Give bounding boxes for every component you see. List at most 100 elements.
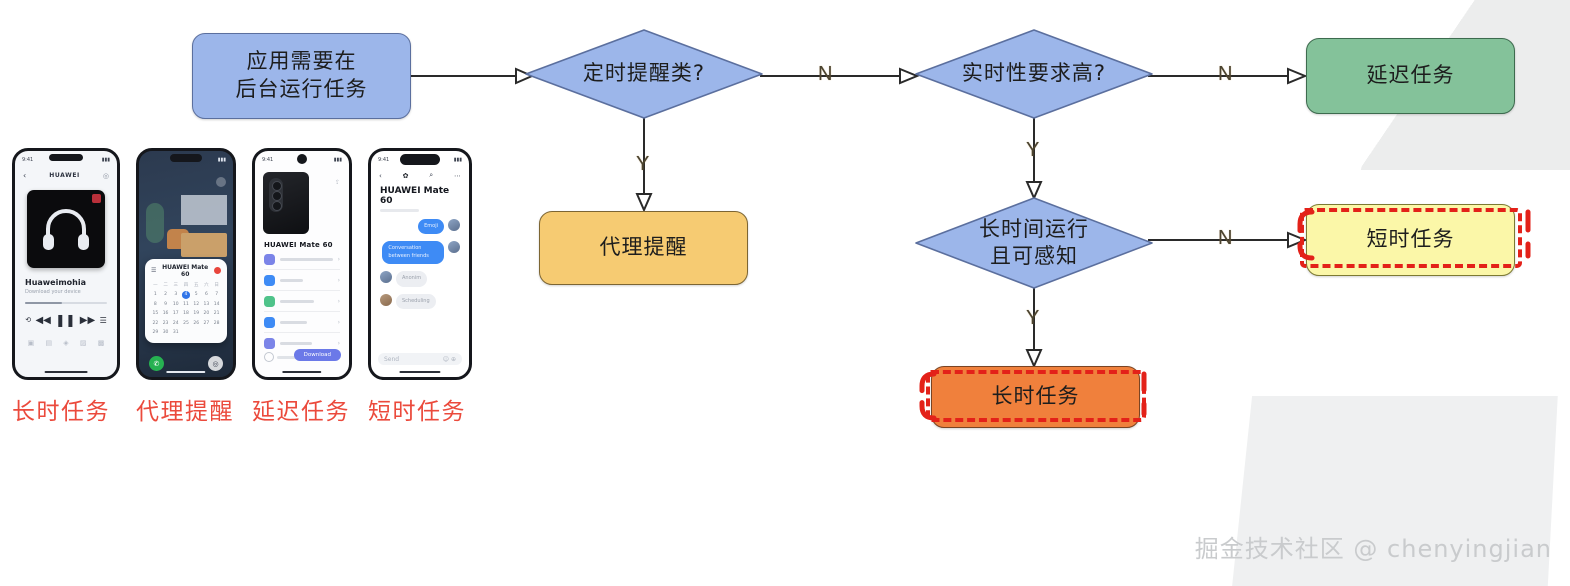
close-icon[interactable] [214,267,221,274]
calendar-card[interactable]: ☰ HUAWEI Mate 60 一 二 三 四 五 六 日 1 2 3 4 5… [145,258,227,343]
calendar-day[interactable]: 9 [164,301,167,307]
back-icon[interactable]: ‹ [379,171,382,180]
calendar-day[interactable]: 31 [172,330,179,335]
pause-icon[interactable]: ❚❚ [55,313,76,327]
chat-title: HUAWEI Mate 60 [380,186,450,206]
node-agent-reminder[interactable]: 代理提醒 [539,211,748,285]
node-short-term-task[interactable]: 短时任务 [1306,204,1515,276]
chat-bubble: Conversation between friends [382,241,444,264]
calendar-day[interactable]: 5 [194,292,198,297]
calendar-day[interactable]: 11 [183,301,189,307]
calendar-day[interactable]: 13 [203,301,210,307]
list-item-label [280,257,333,262]
tray-icon-1[interactable]: ▣ [27,339,35,347]
calendar-day[interactable]: 3 [174,292,178,297]
node-decision-realtime[interactable]: 实时性要求高? [914,28,1154,120]
download-button[interactable]: Download [293,349,341,361]
previous-icon[interactable]: ◀◀ [35,314,51,326]
calendar-day[interactable]: 8 [153,301,157,307]
chat-message-incoming: Anonim [380,271,460,287]
calendar-day[interactable]: 24 [172,320,179,326]
tray-icon-2[interactable]: ▤ [45,339,53,347]
tray-icon-4[interactable]: ▨ [79,339,87,347]
node-decision-longrunning[interactable]: 长时间运行 且可感知 [914,196,1154,290]
calendar-day[interactable]: 10 [172,301,179,307]
tray-icon-5[interactable]: ▩ [97,339,105,347]
node-long-term-task[interactable]: 长时任务 [931,366,1140,428]
lockscreen-camera-shortcut-icon[interactable] [216,177,226,187]
calendar-day[interactable]: 23 [162,320,169,326]
list-item-label [280,278,303,283]
calendar-day[interactable]: 16 [162,311,169,316]
phone-notch-icon [297,154,307,164]
list-item[interactable]: › [264,275,340,291]
phone-call-icon[interactable]: ✆ [149,356,164,371]
phone-mock-lockscreen-calendar[interactable]: ▮▮▮ ☰ HUAWEI Mate 60 一 二 三 四 五 六 日 1 2 3… [136,148,236,380]
statusbar-time: 9:41 [262,157,274,163]
calendar-day[interactable]: 21 [213,311,220,316]
calendar-day[interactable]: 17 [172,311,179,316]
chevron-right-icon: › [337,256,340,263]
node-agent-reminder-label: 代理提醒 [599,235,688,260]
progress-slider[interactable] [25,302,107,304]
statusbar-indicators-icon: ▮▮▮ [453,157,462,163]
list-item[interactable]: › [264,317,340,333]
calendar-day[interactable]: 15 [152,311,159,316]
repeat-icon[interactable]: ⟲ [25,316,32,324]
add-icon[interactable]: ⊕ [450,355,456,363]
calendar-day[interactable]: 28 [213,320,220,326]
calendar-day[interactable]: 25 [183,320,189,326]
track-title: Huaweimohia [25,278,87,287]
tray-icon-3[interactable]: ◈ [63,339,69,347]
phone-mock-chat[interactable]: 9:41 ▮▮▮ ‹ ✿ ⌕ ⋯ HUAWEI Mate 60 Emoji Co… [368,148,472,380]
phone-caption-agent-reminder: 代理提醒 [136,399,234,425]
back-icon[interactable]: ‹ [23,171,27,180]
node-decision-timer-reminder[interactable]: 定时提醒类? [524,28,764,120]
list-item[interactable]: › [264,338,340,353]
calendar-day[interactable]: 20 [203,311,210,316]
calendar-day[interactable]: 2 [164,292,167,297]
edge-label-decision2-no: N [1218,63,1233,85]
avatar [448,218,460,231]
calendar-day[interactable]: 27 [203,320,210,326]
calendar-day[interactable]: 14 [213,301,220,307]
calendar-day[interactable]: 26 [193,320,200,326]
node-deferred-task[interactable]: 延迟任务 [1306,38,1515,114]
share-icon[interactable]: ⇪ [334,179,340,186]
chat-subtitle-placeholder [380,209,420,212]
playlist-icon[interactable]: ☰ [99,315,107,325]
calendar-day[interactable]: 1 [153,292,157,297]
chat-message-outgoing: Conversation between friends [380,241,460,264]
music-topbar: ‹ HUAWEI ◎ [15,167,117,184]
list-item[interactable]: › [264,254,340,270]
calendar-day[interactable]: 30 [162,330,169,335]
phone-mock-music-player[interactable]: 9:41 ▮▮▮ ‹ HUAWEI ◎ Huaweimohia Download… [12,148,120,380]
music-bottom-tray: ▣ ▤ ◈ ▨ ▩ [15,339,117,347]
list-item[interactable]: › [264,296,340,312]
node-start[interactable]: 应用需要在 后台运行任务 [192,33,411,119]
calendar-day[interactable]: 18 [183,311,189,316]
calendar-day[interactable]: 6 [204,292,208,297]
menu-icon[interactable]: ☰ [151,267,157,274]
chat-input[interactable]: Send ☺ ⊕ [378,353,462,365]
chat-input-placeholder: Send [384,355,400,363]
emoji-icon[interactable]: ☺ [442,355,450,363]
calendar-day[interactable]: 22 [152,320,159,326]
chat-bubble: Scheduling [396,293,436,309]
calendar-day[interactable]: 12 [193,301,200,307]
calendar-day-selected[interactable]: 4 [181,291,191,299]
phone-mock-product-list[interactable]: 9:41 ▮▮▮ ⇪ HUAWEI Mate 60 › › › [252,148,352,380]
headphones-icon [43,209,89,250]
list-item-icon [264,338,275,349]
calendar-day[interactable]: 19 [193,311,200,316]
next-icon[interactable]: ▶▶ [79,314,96,326]
settings-icon[interactable]: ◎ [102,171,109,180]
more-icon[interactable]: ⋯ [454,171,461,180]
phone-notch-icon [400,154,440,165]
camera-icon[interactable]: ◎ [208,356,223,371]
calendar-day[interactable]: 29 [152,330,159,335]
calendar-day[interactable]: 7 [215,292,219,297]
chevron-right-icon: › [337,319,340,326]
search-icon[interactable]: ⌕ [429,171,434,179]
